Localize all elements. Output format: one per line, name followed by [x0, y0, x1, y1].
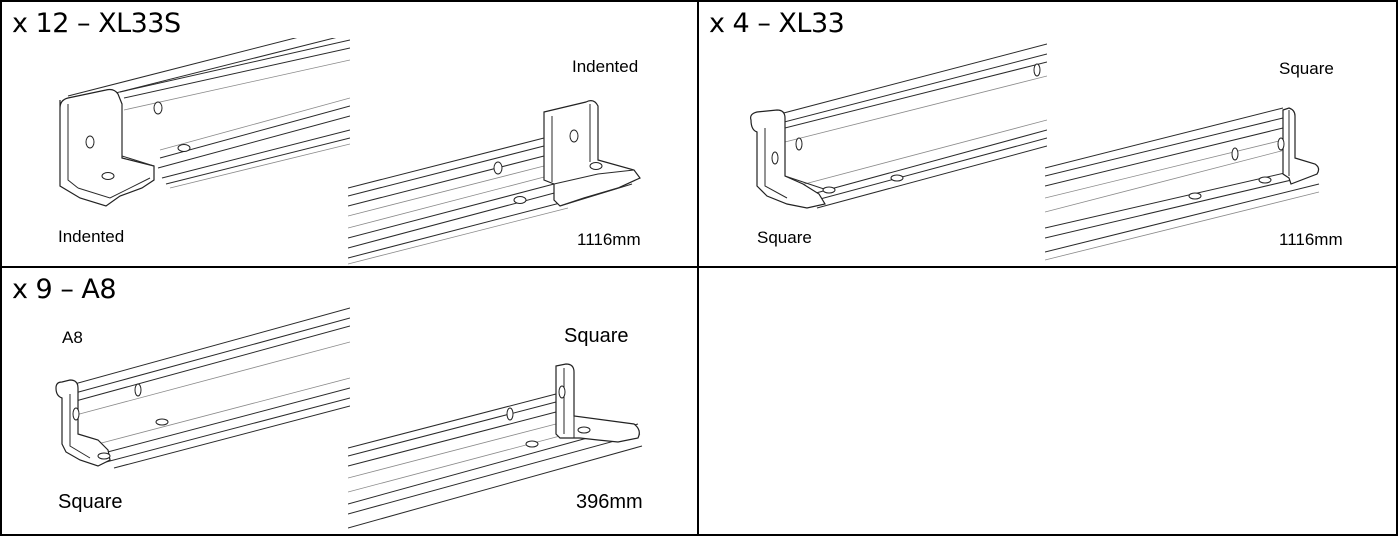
left-end-label: Square [58, 491, 123, 513]
rail-end-right-drawing [348, 354, 648, 534]
right-end-label: Square [1279, 59, 1334, 78]
right-end-label: Square [564, 325, 629, 347]
right-end-label: Indented [572, 57, 639, 76]
grid-divider-horizontal [0, 266, 1398, 268]
panel-title: x 4 – XL33 [709, 8, 845, 39]
type-code-label: A8 [62, 328, 83, 347]
panel-xl33: x 4 – XL33 Square Square 1116mm [699, 2, 1396, 266]
length-label: 396mm [576, 491, 643, 513]
panel-empty [699, 268, 1396, 534]
panel-title: x 12 – XL33S [12, 8, 181, 39]
panel-title: x 9 – A8 [12, 274, 117, 305]
grid-divider-vertical [697, 0, 699, 536]
rail-end-left-drawing [50, 38, 350, 214]
panel-xl33s: x 12 – XL33S Indented Indented 1116mm [2, 2, 697, 266]
rail-end-right-drawing [348, 88, 648, 266]
length-label: 1116mm [577, 230, 641, 249]
panel-a8: x 9 – A8 A8 Square Square 396mm [2, 268, 697, 534]
rail-end-left-drawing [50, 304, 350, 476]
left-end-label: Indented [58, 227, 125, 246]
rail-end-right-drawing [1045, 88, 1345, 266]
length-label: 1116mm [1279, 230, 1343, 249]
rail-end-left-drawing [747, 36, 1047, 212]
left-end-label: Square [757, 228, 812, 247]
